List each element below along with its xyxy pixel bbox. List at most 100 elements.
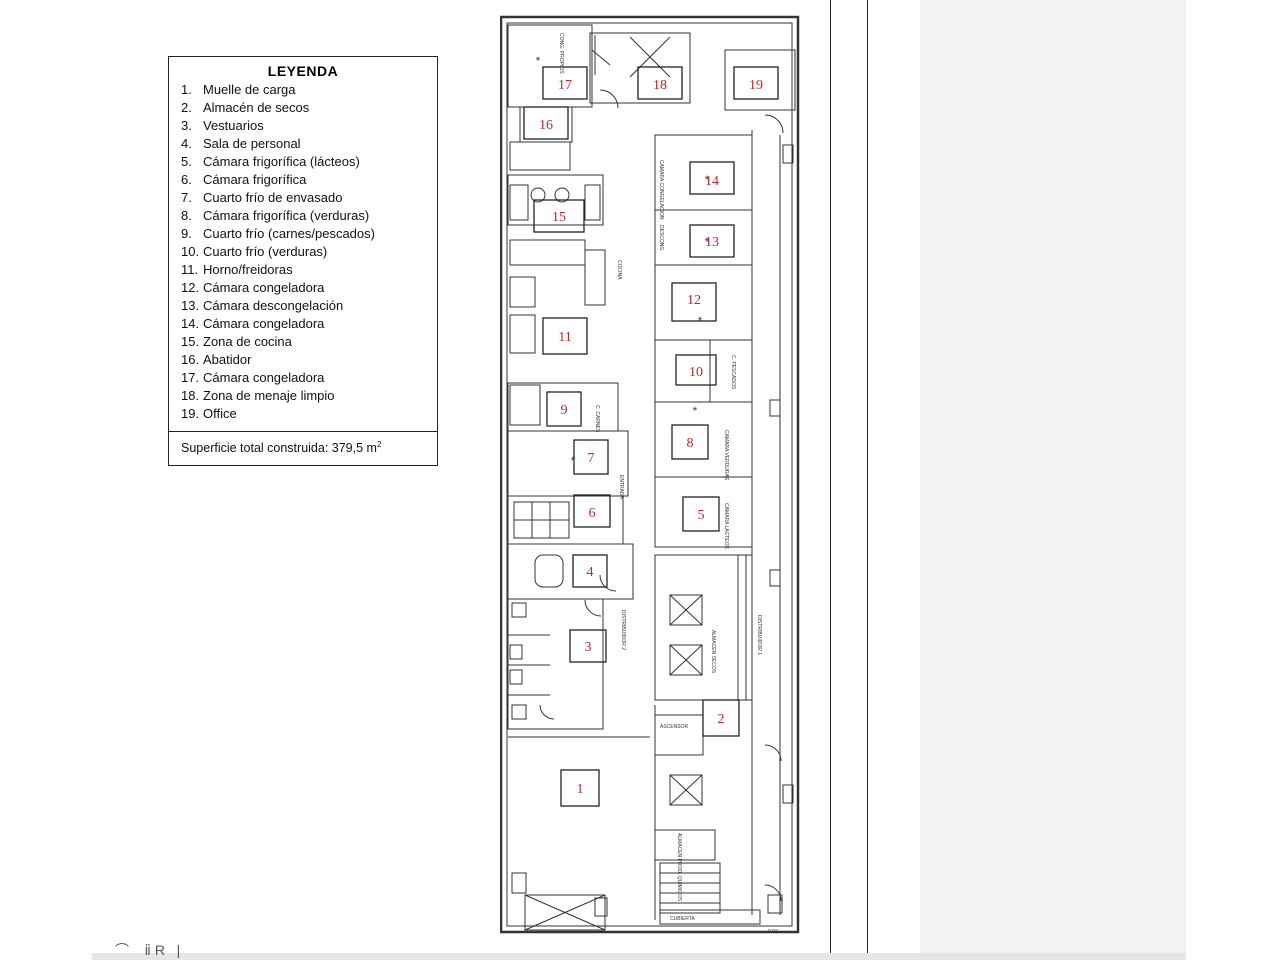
zone-number: 11 bbox=[558, 330, 571, 345]
room-label: CUBIERTA bbox=[670, 916, 695, 922]
room-label: ASCENSOR bbox=[660, 724, 688, 730]
floor-plan: 17 18 19 16 14 15 13 12 11 10 9 8 7 5 6 … bbox=[500, 15, 800, 935]
zone-box bbox=[542, 66, 588, 100]
legend-item: 1.Muelle de carga bbox=[181, 82, 296, 97]
zone-box bbox=[546, 391, 582, 427]
room-label: ALMACEN SECOS bbox=[710, 630, 716, 674]
room-2 bbox=[654, 554, 753, 701]
legend-item: 3.Vestuarios bbox=[181, 118, 264, 133]
legend-item: 19.Office bbox=[181, 406, 237, 421]
legend-item: 15.Zona de cocina bbox=[181, 334, 292, 349]
cropped-glyphs: ⌒ ⅱ R | bbox=[115, 942, 181, 958]
room-label: CONG. PROPIOS bbox=[558, 33, 564, 74]
legend-item: 12.Cámara congeladora bbox=[181, 280, 325, 295]
legend-item: 7.Cuarto frío de envasado bbox=[181, 190, 343, 205]
room-menaje bbox=[589, 32, 691, 104]
zone-box bbox=[675, 354, 717, 386]
asterisk-icon: * bbox=[705, 235, 710, 249]
stairs bbox=[659, 862, 721, 914]
zone-box bbox=[637, 66, 683, 100]
zone-box bbox=[671, 282, 717, 322]
asterisk-icon: * bbox=[698, 314, 703, 328]
inner-wall bbox=[506, 22, 793, 927]
legend-item: 11.Horno/freidoras bbox=[181, 262, 293, 277]
zone-box bbox=[682, 496, 720, 532]
legend-separator bbox=[169, 431, 437, 432]
zone-box bbox=[671, 424, 709, 460]
room-14 bbox=[654, 134, 753, 211]
room-label: CAMARA VERDURAS bbox=[723, 430, 729, 481]
room-label: ALMACEN PROD. QUIMICOS bbox=[676, 833, 682, 902]
room-label: C. PESCADOS bbox=[730, 355, 736, 390]
asterisk-icon: * bbox=[536, 54, 541, 68]
zone-box bbox=[533, 199, 585, 233]
dining-table bbox=[534, 554, 564, 588]
zone-number: 19 bbox=[749, 78, 763, 93]
room-label: DISTRIBUIDOR 2 bbox=[620, 610, 626, 650]
zone-number: 6 bbox=[589, 506, 596, 521]
legend-item: 9.Cuarto frío (carnes/pescados) bbox=[181, 226, 375, 241]
side-panel bbox=[920, 0, 1186, 955]
zone-box bbox=[573, 494, 611, 528]
zone-number: 1 bbox=[577, 782, 584, 797]
legend-item: 2.Almacén de secos bbox=[181, 100, 310, 115]
zone-box bbox=[569, 629, 607, 663]
room-label: ENTRADA bbox=[618, 475, 624, 500]
legend-item: 13.Cámara descongelación bbox=[181, 298, 344, 313]
zone-number: 8 bbox=[687, 436, 694, 451]
zone-number: 9 bbox=[561, 403, 568, 418]
legend-item: 10.Cuarto frío (verduras) bbox=[181, 244, 328, 259]
legend-list: 1.Muelle de carga 2.Almacén de secos 3.V… bbox=[169, 81, 437, 423]
room-label: C. CARNES bbox=[594, 405, 600, 433]
zone-numbers: 17 18 19 16 14 15 13 12 11 10 9 8 7 5 6 … bbox=[539, 78, 763, 797]
zone-number: 14 bbox=[705, 174, 719, 189]
room-3 bbox=[507, 598, 604, 730]
room-abatidor-lower bbox=[509, 141, 571, 171]
bottom-strip bbox=[92, 953, 1186, 960]
legend-title: LEYENDA bbox=[267, 63, 339, 79]
legend-item: 16.Abatidor bbox=[181, 352, 252, 367]
room-9-bench bbox=[509, 384, 541, 426]
margin-area bbox=[1186, 0, 1280, 960]
zone-number: 2 bbox=[718, 712, 725, 727]
zone-number: 18 bbox=[653, 78, 667, 93]
zone-box bbox=[573, 439, 609, 475]
legend-box: LEYENDA 1.Muelle de carga 2.Almacén de s… bbox=[168, 56, 438, 466]
room-8 bbox=[654, 401, 753, 478]
total-area: Superficie total construida: 379,5 m2 bbox=[181, 440, 382, 456]
room-12 bbox=[654, 264, 753, 341]
room-label: CAMARA CONGELACION bbox=[658, 160, 664, 220]
asterisk-icon: * bbox=[705, 173, 710, 187]
room-label: DISTRIBUIDOR 1 bbox=[756, 615, 762, 655]
room-office bbox=[724, 49, 796, 111]
zone-number: 5 bbox=[698, 508, 705, 523]
zone-number: 3 bbox=[585, 640, 592, 655]
legend-item: 6.Cámara frigorífica bbox=[181, 172, 307, 187]
legend-item: 5.Cámara frigorífica (lácteos) bbox=[181, 154, 360, 169]
zone-number: 4 bbox=[587, 565, 594, 580]
asterisk-icon: * bbox=[571, 454, 576, 468]
room-label: COCINA bbox=[616, 260, 622, 280]
room-label: DESCONG. bbox=[658, 225, 664, 252]
room-10 bbox=[654, 339, 753, 403]
zone-number: 10 bbox=[689, 365, 703, 380]
zone-box bbox=[560, 769, 600, 807]
zone-box bbox=[733, 66, 779, 100]
zone-number: 17 bbox=[558, 78, 572, 93]
zone-number: 16 bbox=[539, 118, 553, 133]
zone-box bbox=[689, 161, 735, 195]
legend-item: 17.Cámara congeladora bbox=[181, 370, 325, 385]
legend-item: 8.Cámara frigorífica (verduras) bbox=[181, 208, 370, 223]
zone-box bbox=[702, 699, 740, 737]
zone-number: 13 bbox=[705, 235, 719, 250]
room-cong-propios bbox=[507, 24, 593, 108]
room-label: CAMARA LACTEOS bbox=[723, 503, 729, 550]
dimension-label: 0.92 bbox=[768, 929, 778, 935]
stove-block bbox=[507, 174, 604, 226]
entrance-ramp bbox=[524, 894, 606, 931]
room-7 bbox=[507, 430, 629, 497]
zone-number: 15 bbox=[552, 210, 566, 225]
outer-wall bbox=[500, 15, 800, 934]
asterisk-icon: * bbox=[693, 404, 698, 418]
zone-box bbox=[689, 224, 735, 258]
